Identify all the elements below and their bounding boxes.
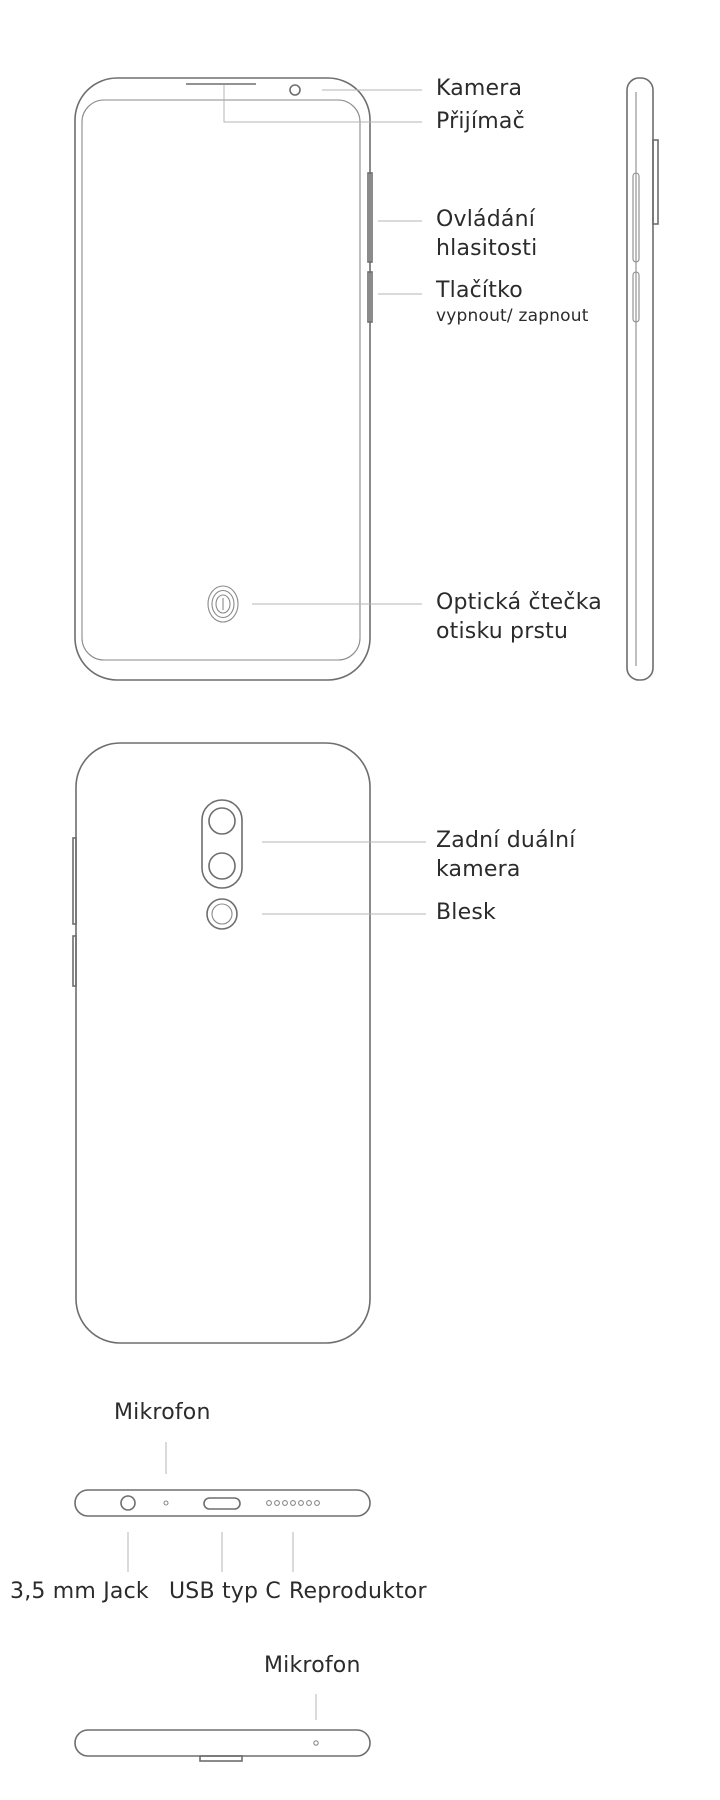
label-rear-camera-line1: Zadní duální	[436, 828, 576, 853]
top-edge-outline	[74, 1729, 371, 1757]
bottom-edge-view	[74, 1442, 371, 1572]
rear-camera-lens-top	[208, 807, 236, 835]
rear-camera-lens-bottom	[208, 852, 236, 880]
flash-icon-inner	[211, 903, 233, 925]
top-edge-tab	[199, 1755, 243, 1762]
flash-icon	[206, 898, 238, 930]
back-power-key	[72, 935, 77, 987]
side-volume-key	[632, 172, 640, 263]
label-volume-line1: Ovládání	[436, 207, 536, 232]
front-view	[74, 77, 422, 681]
label-volume-line2: hlasitosti	[436, 236, 538, 261]
label-rear-camera-line2: kamera	[436, 857, 521, 882]
side-power-key	[632, 271, 640, 323]
label-flash: Blesk	[436, 900, 496, 925]
speaker-grille-icon	[266, 1500, 320, 1506]
back-view	[72, 742, 426, 1344]
label-jack: 3,5 mm Jack	[10, 1579, 149, 1604]
bottom-edge-outline	[74, 1489, 371, 1517]
top-edge-view	[74, 1694, 371, 1762]
fingerprint-icon	[207, 585, 239, 623]
usb-port-icon	[203, 1497, 241, 1510]
label-fingerprint-line2: otisku prstu	[436, 619, 569, 644]
receiver-leader	[223, 85, 422, 123]
label-fingerprint-line1: Optická čtečka	[436, 590, 602, 615]
label-power-line2: vypnout/ zapnout	[436, 306, 589, 326]
front-body-outline	[74, 77, 371, 681]
front-volume-key	[367, 172, 373, 263]
label-bottom-mic: Mikrofon	[114, 1400, 211, 1425]
front-camera-icon	[289, 84, 301, 96]
label-speaker: Reproduktor	[289, 1579, 427, 1604]
rear-camera-module	[201, 799, 243, 889]
label-camera: Kamera	[436, 76, 523, 101]
label-top-mic: Mikrofon	[264, 1653, 361, 1678]
top-mic-hole	[313, 1740, 319, 1746]
side-body-outline	[626, 77, 654, 681]
front-power-key	[367, 271, 373, 323]
label-receiver: Přijímač	[436, 109, 525, 134]
jack-port-icon	[120, 1495, 136, 1511]
front-screen-outline	[81, 99, 361, 661]
back-body-outline	[75, 742, 371, 1344]
label-usb: USB typ C	[169, 1579, 281, 1604]
label-power-line1: Tlačítko	[436, 278, 523, 303]
back-volume-key	[72, 837, 77, 925]
side-rear-camera-bump	[652, 139, 659, 225]
bottom-mic-hole	[163, 1500, 169, 1506]
side-view	[626, 77, 659, 681]
